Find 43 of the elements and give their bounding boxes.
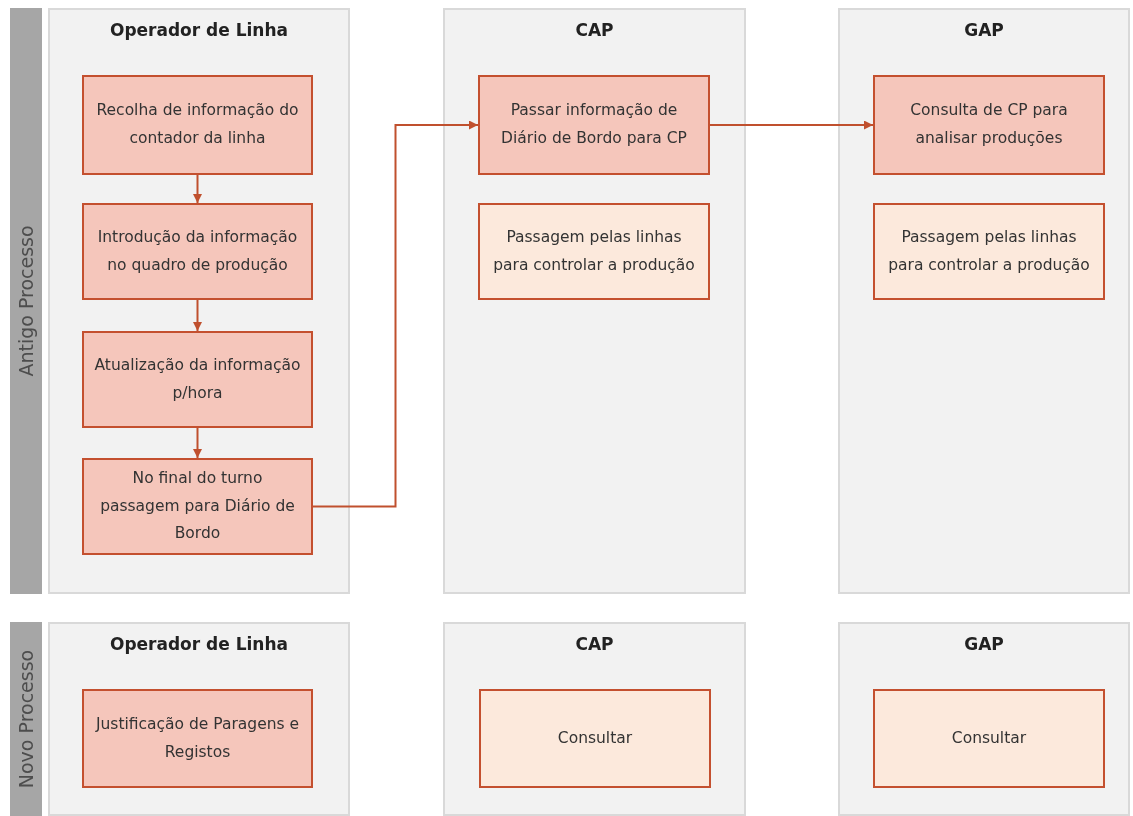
- swimlane-panel: [48, 622, 350, 816]
- process-text: Consulta de CP para analisar produções: [909, 100, 1069, 149]
- process-text: No final do turno passagem para Diário de Bordo: [99, 467, 296, 545]
- process-box: [478, 75, 710, 175]
- swimlane-panel: [838, 622, 1130, 816]
- swimlane-panel: [443, 622, 746, 816]
- process-box: [82, 75, 313, 175]
- process-box: [82, 458, 313, 555]
- lane-heading: GAP: [963, 634, 1005, 654]
- process-box: [873, 75, 1105, 175]
- process-text: Consultar: [951, 727, 1027, 749]
- lane-heading: GAP: [963, 20, 1005, 40]
- process-text: Passagem pelas linhas para controlar a produção: [492, 226, 696, 276]
- process-text: Atualização da informação p/hora: [94, 354, 301, 404]
- lane-heading: Operador de Linha: [108, 634, 290, 654]
- swimlane-band: [10, 622, 42, 816]
- swimlane-panel: [838, 8, 1130, 594]
- lane-heading: CAP: [574, 634, 615, 654]
- process-box: [82, 331, 313, 428]
- arrow: [312, 120, 479, 508]
- process-box: [82, 203, 313, 300]
- band-label: Novo Processo: [15, 649, 37, 789]
- process-text: Recolha de informação do contador da linha: [95, 100, 300, 149]
- swimlane-band: [10, 8, 42, 594]
- process-box: [479, 689, 711, 788]
- lane-heading: Operador de Linha: [108, 20, 290, 40]
- process-text: Consultar: [557, 727, 633, 749]
- process-text: Justificação de Paragens e Registos: [94, 713, 301, 763]
- process-text: Passar informação de Diário de Bordo para CP: [500, 100, 688, 149]
- process-box: [873, 203, 1105, 300]
- band-label: Antigo Processo: [15, 225, 37, 377]
- arrow: [193, 174, 202, 204]
- process-text: Introdução da informação no quadro de produção: [96, 226, 299, 276]
- arrow: [193, 299, 202, 332]
- lane-heading: CAP: [574, 20, 615, 40]
- swimlane-panel: [48, 8, 350, 594]
- process-box: [82, 689, 313, 788]
- arrow: [709, 120, 874, 130]
- process-box: [873, 689, 1105, 788]
- process-text: Passagem pelas linhas para controlar a produção: [887, 226, 1091, 276]
- arrow: [193, 427, 202, 459]
- process-box: [478, 203, 710, 300]
- swimlane-panel: [443, 8, 746, 594]
